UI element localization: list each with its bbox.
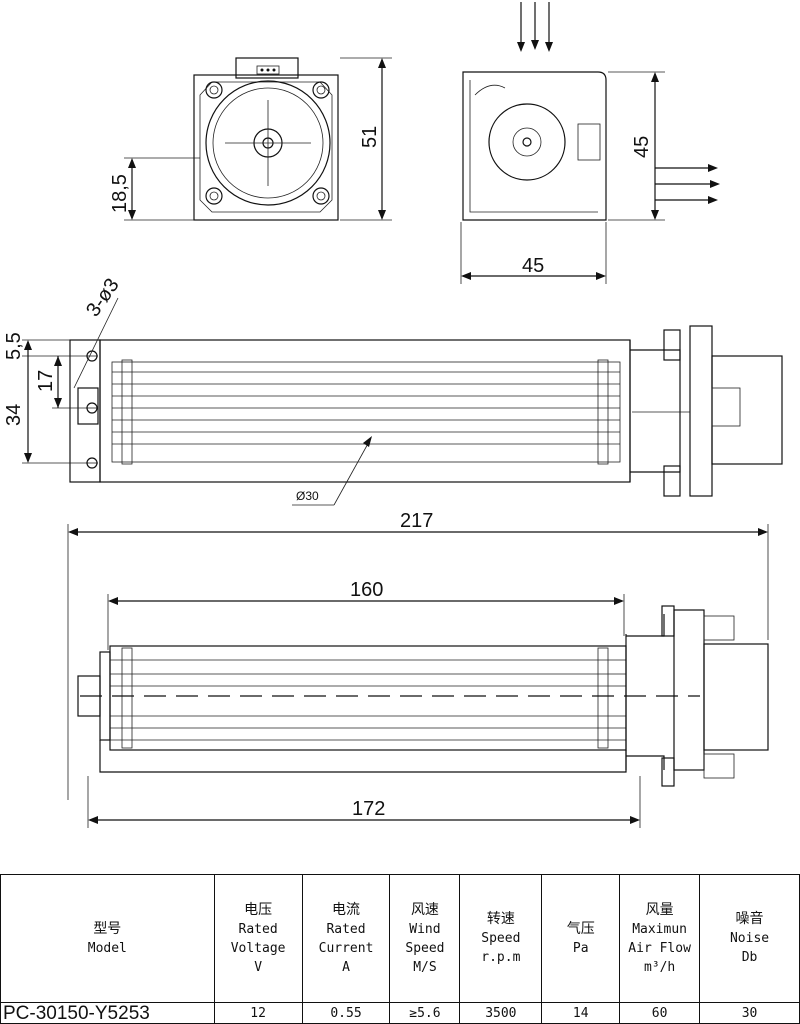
dim-diameter-30: Ø30: [296, 489, 319, 503]
value-model: PC-30150-Y5253: [0, 1002, 215, 1024]
dim-34: 34: [3, 404, 25, 426]
dim-18-5: 18,5: [109, 174, 131, 213]
spec-value-row: PC-30150-Y5253 12 0.55 ≥5.6 3500 14 60 3…: [0, 1002, 800, 1024]
technical-drawing: 51 18,5 45 45: [3, 2, 783, 828]
dim-17: 17: [35, 370, 57, 392]
dim-160: 160: [350, 579, 383, 601]
dim-217: 217: [400, 510, 433, 532]
value-pressure: 14: [541, 1002, 621, 1024]
value-voltage: 12: [213, 1002, 303, 1024]
value-speed: 3500: [459, 1002, 543, 1024]
value-noise: 30: [699, 1002, 800, 1024]
dim-5-5: 5,5: [3, 332, 25, 360]
front-view-right: 45 45: [460, 2, 720, 284]
value-current: 0.55: [301, 1002, 391, 1024]
dim-45-horizontal: 45: [522, 255, 544, 277]
dim-51: 51: [359, 126, 381, 148]
value-air-flow: 60: [619, 1002, 701, 1024]
top-view: 34 5,5 17 3-ø3 Ø30: [3, 275, 783, 506]
dim-172: 172: [352, 798, 385, 820]
dim-3-holes: 3-ø3: [82, 275, 124, 321]
dim-45-vertical: 45: [631, 136, 653, 158]
front-view-left: 51 18,5: [109, 57, 392, 221]
side-view: 217 160 172: [67, 510, 769, 828]
value-wind-speed: ≥5.6: [389, 1002, 461, 1024]
